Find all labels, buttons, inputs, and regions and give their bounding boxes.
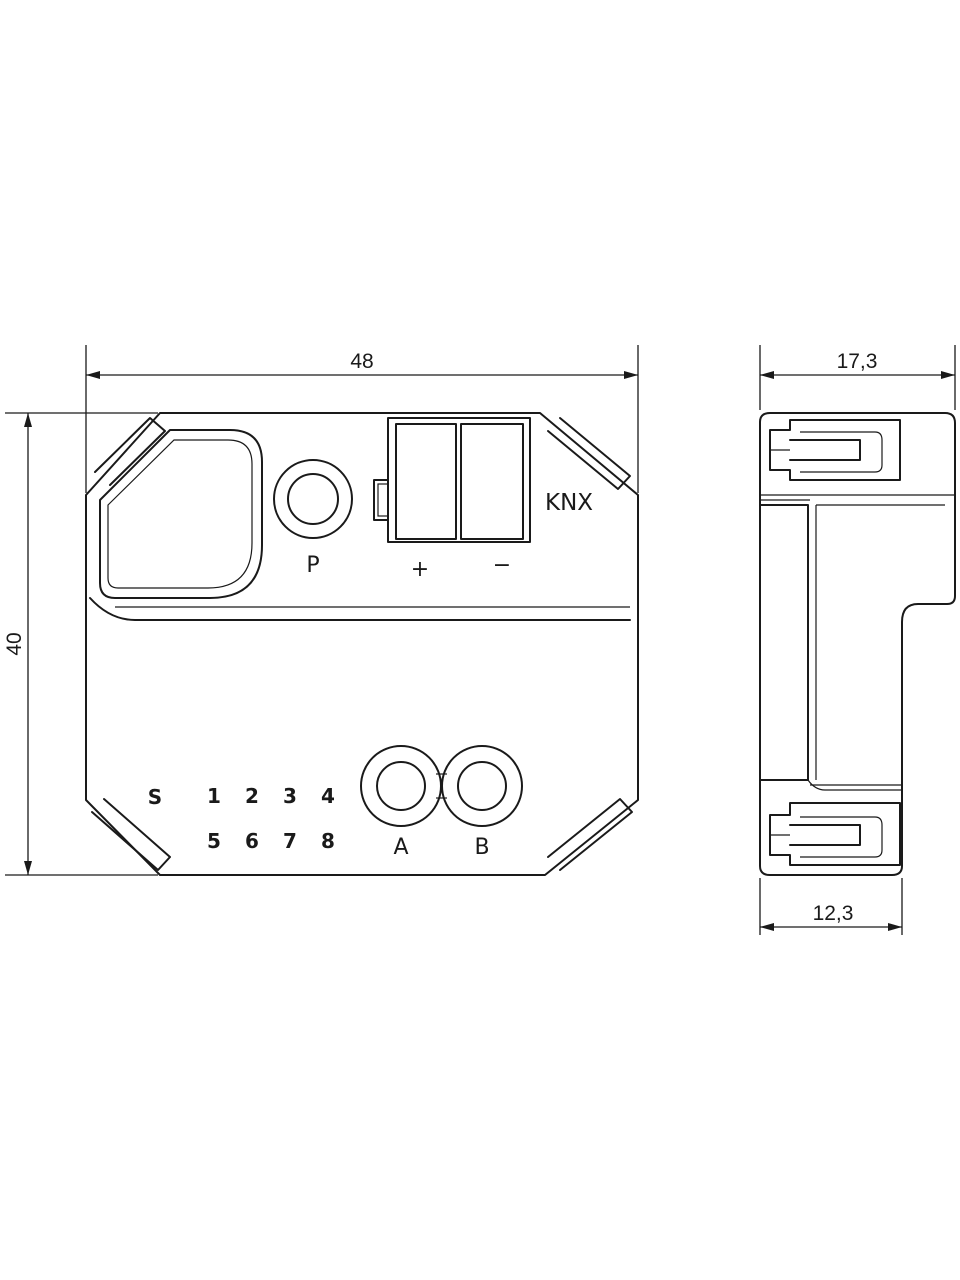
- channel-7-label: 7: [283, 829, 297, 853]
- side-step: [810, 504, 945, 786]
- button-a-ring: [360, 745, 442, 827]
- channel-2-label: 2: [245, 784, 259, 808]
- cable-pocket-inner: [107, 439, 253, 589]
- channel-1-label: 1: [207, 784, 221, 808]
- channel-8-label: 8: [321, 829, 335, 853]
- button-b-label: B: [474, 835, 489, 860]
- knx-terminal-latch: [373, 479, 389, 521]
- side-depth-bottom-dimension: 12,3: [759, 878, 903, 935]
- button-b[interactable]: [457, 761, 507, 811]
- channel-4-label: 4: [321, 784, 335, 808]
- side-depth-top-dimension: 17,3: [759, 345, 956, 410]
- front-housing-outline: [85, 412, 639, 876]
- button-b-ring: [441, 745, 523, 827]
- switch-s-label: S: [148, 785, 162, 809]
- chamfer-rail-top-right: [547, 417, 631, 490]
- terminal-minus-label: −: [493, 553, 511, 578]
- side-step-curve: [807, 779, 902, 791]
- front-width-dimension: 48: [85, 345, 639, 493]
- side-clip-top: [769, 419, 901, 481]
- upper-section-divider: [89, 597, 631, 621]
- cable-pocket: [99, 429, 263, 599]
- chamfer-rail-top-left: [94, 417, 166, 486]
- chamfer-rail-bottom-right: [547, 798, 633, 871]
- program-button-ring: [273, 459, 353, 539]
- channel-5-label: 5: [207, 829, 221, 853]
- button-a-label: A: [393, 835, 408, 860]
- program-button[interactable]: [287, 473, 339, 525]
- side-housing-outline: [759, 412, 956, 876]
- knx-terminal-block: [387, 417, 531, 543]
- knx-terminal-plus[interactable]: [395, 423, 457, 540]
- channel-3-label: 3: [283, 784, 297, 808]
- side-view: [759, 412, 956, 876]
- terminal-plus-label: +: [411, 557, 429, 582]
- brand-label: KNX: [545, 490, 593, 516]
- front-view: P + − KNX S 1 2 3 4 5 6 7 8 A B: [85, 412, 639, 876]
- front-height-value: 40: [3, 632, 26, 655]
- knx-terminal-latch-inner: [377, 483, 389, 517]
- button-a[interactable]: [376, 761, 426, 811]
- chamfer-rail-bottom-left: [91, 798, 171, 871]
- front-width-value: 48: [350, 350, 373, 373]
- program-button-label: P: [306, 553, 319, 578]
- side-clip-bottom: [769, 802, 901, 866]
- side-body: [759, 504, 809, 781]
- side-depth-bottom-value: 12,3: [813, 902, 854, 925]
- front-height-dimension: 40: [3, 412, 158, 876]
- knx-terminal-minus[interactable]: [460, 423, 524, 540]
- channel-6-label: 6: [245, 829, 259, 853]
- side-depth-top-value: 17,3: [837, 350, 878, 373]
